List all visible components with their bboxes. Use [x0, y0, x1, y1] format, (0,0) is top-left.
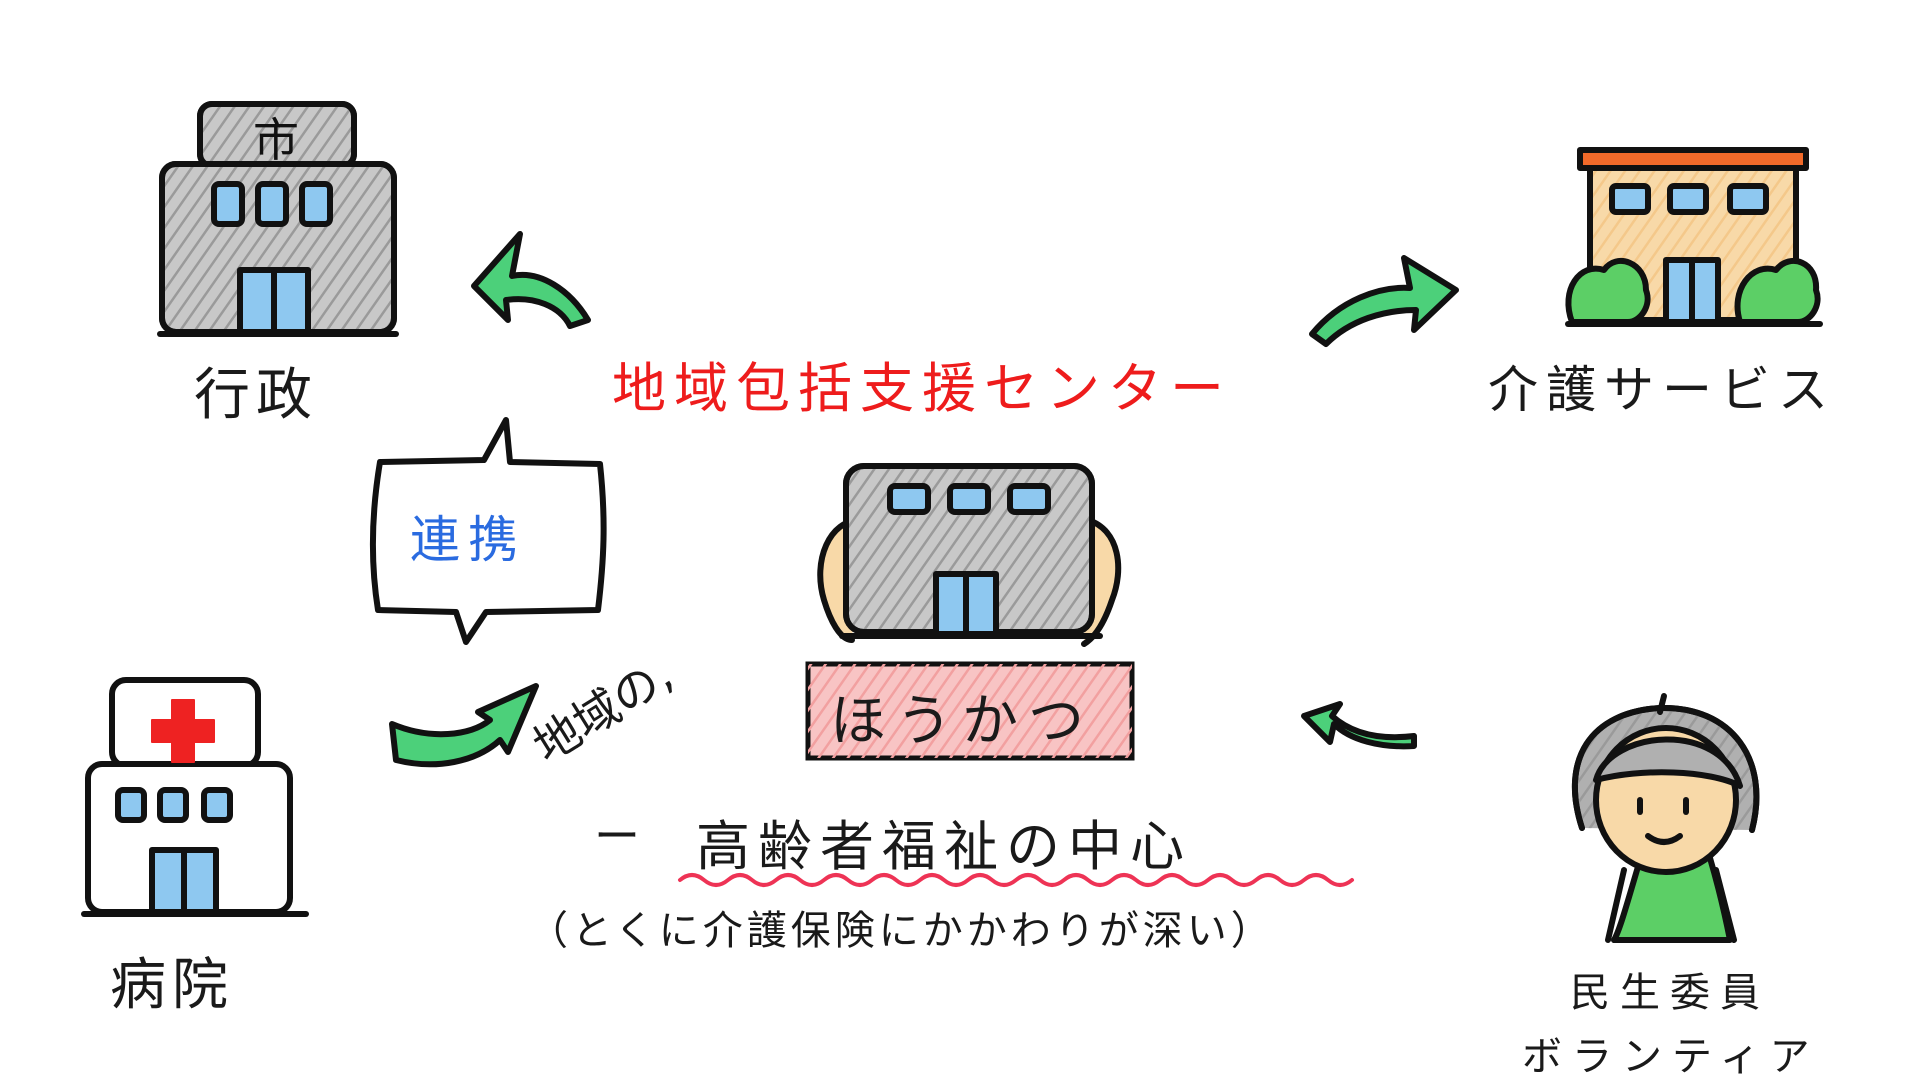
highlight-box: [805, 661, 1135, 761]
city-hall-icon: [157, 101, 399, 337]
minsei-label-line1: 民生委員: [1570, 970, 1770, 1016]
arrow-to-gyosei: [471, 231, 591, 329]
center-dash: ー: [594, 809, 640, 863]
byoin-label: 病院: [110, 953, 234, 1018]
wavy-underline: [678, 873, 1354, 887]
arrow-to-kaigo: [1309, 255, 1459, 347]
city-hall-sign: 市: [253, 113, 299, 167]
center-building-icon: [817, 463, 1122, 647]
center-main-text: 高齢者福祉の中心: [696, 815, 1192, 878]
volunteer-person-icon: [1571, 693, 1760, 943]
center-highlight-text: ほうかつ: [830, 689, 1094, 754]
kaigo-service-label: 介護サービス: [1488, 361, 1836, 419]
arrow-from-byoin: [389, 683, 539, 768]
speech-bubble: [369, 417, 607, 645]
hospital-icon: [81, 677, 309, 917]
arrow-from-minsei: [1301, 701, 1417, 750]
minsei-label-line2: ボランティア: [1522, 1034, 1820, 1080]
diagram-title: 地域包括支援センター: [612, 357, 1232, 420]
care-facility-icon: [1565, 147, 1823, 327]
speech-bubble-text: 連携: [410, 511, 526, 569]
gyosei-label: 行政: [194, 363, 318, 428]
center-note: （とくに介護保険にかかわりが深い）: [528, 908, 1275, 954]
